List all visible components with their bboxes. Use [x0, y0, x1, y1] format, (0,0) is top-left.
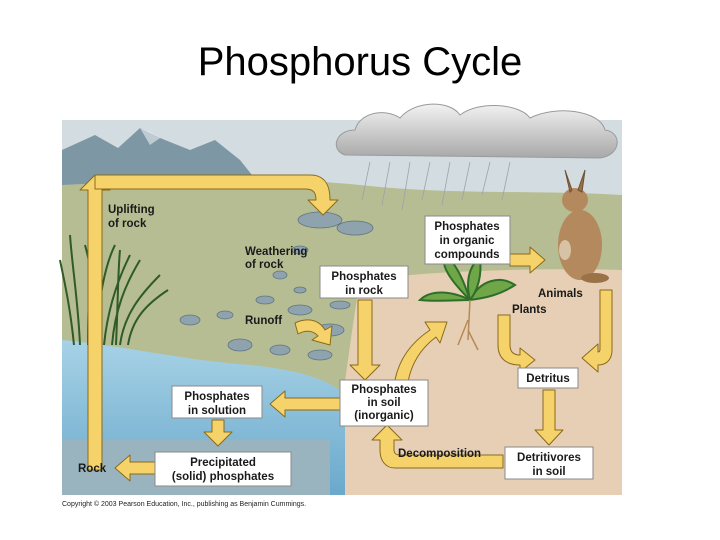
label-decomposition: Decomposition	[398, 448, 481, 460]
arrow-precipitated-to-rock	[114, 454, 156, 482]
rocks	[179, 211, 374, 361]
label-plants: Plants	[512, 304, 547, 316]
label-phos-organic-3: compounds	[434, 249, 499, 261]
arrow-runoff	[294, 319, 333, 346]
arrow-plants-to-detritus	[497, 314, 536, 373]
label-phos-soil-1: Phosphates	[351, 384, 416, 396]
arrow-rock-to-soil	[349, 299, 381, 381]
labels: Uplifting of rock Weathering of rock Pho…	[78, 204, 594, 487]
arrow-organic-to-animals	[509, 246, 546, 274]
plant	[417, 253, 517, 351]
rain-cloud	[335, 103, 618, 159]
label-rock: Rock	[78, 463, 107, 475]
arrow-decomposition	[371, 424, 504, 469]
label-phos-organic-2: in organic	[440, 235, 496, 247]
label-detritus: Detritus	[526, 373, 569, 385]
box-precipitated	[154, 451, 292, 487]
copyright-credit: Copyright © 2003 Pearson Education, Inc.…	[62, 500, 306, 508]
label-uplifting-1: Uplifting	[108, 204, 155, 216]
label-phos-soil-3: (inorganic)	[354, 410, 414, 422]
arrow-detritus-to-detritivores	[534, 389, 564, 446]
label-uplifting-2: of rock	[108, 218, 147, 230]
label-phos-rock-2: in rock	[345, 285, 383, 297]
label-weathering-2: of rock	[245, 259, 284, 271]
label-detritivores-1: Detritivores	[517, 452, 581, 464]
arrow-soil-to-plants	[394, 321, 448, 383]
box-phosphates-organic	[424, 215, 511, 265]
label-weathering-1: Weathering	[245, 246, 307, 258]
box-phosphates-solution	[171, 385, 263, 419]
label-phos-solution-1: Phosphates	[184, 391, 249, 403]
arrow-solution-to-precipitated	[203, 419, 233, 447]
label-precipitated-1: Precipitated	[190, 457, 256, 469]
arrow-uplift-top	[94, 174, 339, 216]
label-phos-organic-1: Phosphates	[434, 221, 499, 233]
arrow-soil-to-solution	[269, 390, 341, 418]
box-detritus	[517, 367, 579, 389]
rabbit	[558, 169, 609, 283]
label-animals: Animals	[538, 288, 583, 300]
label-detritivores-2: in soil	[532, 466, 565, 478]
rain	[361, 161, 511, 211]
box-detritivores	[504, 446, 594, 480]
label-runoff: Runoff	[245, 315, 282, 327]
label-precipitated-2: (solid) phosphates	[172, 471, 274, 483]
box-phosphates-soil	[339, 379, 429, 427]
cycle-arrows	[79, 174, 613, 482]
label-phos-rock-1: Phosphates	[331, 271, 396, 283]
box-phosphates-rock	[319, 265, 409, 299]
arrow-animals-to-detritus	[581, 289, 613, 373]
label-phos-soil-2: in soil	[367, 397, 400, 409]
label-phos-solution-2: in solution	[188, 405, 246, 417]
diagram-title: Phosphorus Cycle	[197, 40, 523, 84]
mountain-snow	[140, 128, 165, 145]
